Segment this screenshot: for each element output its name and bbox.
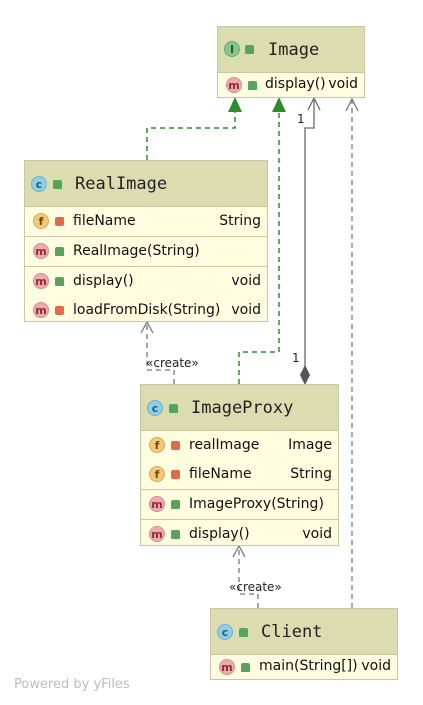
method-name: main(String[]) — [259, 658, 358, 674]
field-row[interactable]: f fileName String — [25, 207, 267, 236]
method-name: loadFromDisk(String) — [73, 302, 221, 318]
method-return-type: void — [361, 658, 391, 674]
constructor-row[interactable]: m ImageProxy(String) — [141, 490, 338, 519]
constructor-name: ImageProxy(String) — [189, 496, 324, 512]
create-label-realimage: «create» — [146, 356, 199, 370]
public-visibility-icon — [53, 180, 62, 189]
method-icon: m — [149, 496, 165, 512]
methods-section-client: m main(String[]) void — [211, 655, 397, 680]
create-arrowhead-realimage — [140, 320, 154, 334]
field-name: fileName — [189, 466, 252, 482]
association-edge-realimage-field — [304, 100, 315, 370]
method-name: display() — [189, 526, 250, 542]
class-box-imageproxy[interactable]: c ImageProxy f realImage Image f fileNam… — [140, 384, 339, 546]
public-visibility-icon — [171, 530, 180, 539]
field-type: Image — [288, 437, 332, 453]
class-box-realimage[interactable]: c RealImage f fileName String m RealImag… — [24, 160, 268, 322]
constructors-section-imageproxy: m ImageProxy(String) — [141, 490, 338, 520]
class-icon: c — [217, 624, 233, 640]
method-icon: m — [33, 243, 49, 259]
public-visibility-icon — [245, 45, 254, 54]
interface-icon: I — [224, 41, 240, 57]
class-icon: c — [147, 400, 163, 416]
realization-arrowhead-imageproxy — [272, 97, 286, 112]
public-visibility-icon — [248, 81, 257, 90]
private-visibility-icon — [55, 217, 64, 226]
method-return-type: void — [231, 273, 261, 289]
fields-section-imageproxy: f realImage Image f fileName String — [141, 431, 338, 490]
method-name: display() — [265, 76, 326, 92]
fields-section-realimage: f fileName String — [25, 207, 267, 237]
class-header-image: I Image — [218, 27, 364, 73]
public-visibility-icon — [169, 404, 178, 413]
association-arrowhead — [307, 96, 321, 111]
field-name: fileName — [73, 213, 136, 229]
composition-diamond — [300, 365, 310, 385]
realization-arrowhead-realimage — [228, 97, 242, 112]
method-row[interactable]: m display() void — [141, 520, 338, 549]
method-icon: m — [149, 526, 165, 542]
field-icon: f — [149, 437, 165, 453]
field-type: String — [219, 213, 261, 229]
private-visibility-icon — [171, 441, 180, 450]
class-header-client: c Client — [211, 609, 397, 655]
methods-section-image: m display() void — [218, 73, 364, 98]
methods-section-imageproxy: m display() void — [141, 520, 338, 549]
class-header-imageproxy: c ImageProxy — [141, 385, 338, 431]
method-icon: m — [33, 302, 49, 318]
field-row[interactable]: f fileName String — [141, 460, 338, 489]
create-edge-imageproxy — [238, 546, 259, 608]
method-return-type: void — [328, 76, 358, 92]
public-visibility-icon — [239, 628, 248, 637]
field-row[interactable]: f realImage Image — [141, 431, 338, 460]
multiplicity-proxy-end: 1 — [292, 351, 300, 365]
create-edge-realimage — [146, 322, 175, 384]
public-visibility-icon — [55, 277, 64, 286]
constructor-name: RealImage(String) — [73, 243, 200, 259]
method-icon: m — [226, 77, 242, 93]
class-icon: c — [31, 176, 47, 192]
method-row[interactable]: m display() void — [218, 73, 364, 98]
private-visibility-icon — [55, 306, 64, 315]
create-label-imageproxy: «create» — [229, 580, 282, 594]
yfiles-watermark: Powered by yFiles — [14, 677, 130, 692]
method-row[interactable]: m loadFromDisk(String) void — [25, 296, 267, 325]
realization-edge-realimage — [146, 112, 236, 160]
field-type: String — [290, 466, 332, 482]
field-name: realImage — [189, 437, 260, 453]
method-row[interactable]: m display() void — [25, 267, 267, 296]
dependency-arrowhead-client-image — [345, 97, 359, 112]
class-name-imageproxy: ImageProxy — [191, 398, 294, 418]
method-row[interactable]: m main(String[]) void — [211, 655, 397, 680]
public-visibility-icon — [171, 500, 180, 509]
field-icon: f — [33, 213, 49, 229]
method-name: display() — [73, 273, 134, 289]
field-icon: f — [149, 466, 165, 482]
create-arrowhead-imageproxy — [232, 544, 246, 558]
method-return-type: void — [231, 302, 261, 318]
constructor-row[interactable]: m RealImage(String) — [25, 237, 267, 266]
methods-section-realimage: m display() void m loadFromDisk(String) … — [25, 267, 267, 325]
class-name-realimage: RealImage — [75, 174, 168, 194]
class-name-client: Client — [261, 622, 323, 642]
class-box-client[interactable]: c Client m main(String[]) void — [210, 608, 398, 680]
class-header-realimage: c RealImage — [25, 161, 267, 207]
constructors-section-realimage: m RealImage(String) — [25, 237, 267, 267]
method-return-type: void — [302, 526, 332, 542]
realization-edge-imageproxy — [238, 112, 280, 384]
public-visibility-icon — [241, 663, 250, 672]
private-visibility-icon — [171, 470, 180, 479]
class-box-image[interactable]: I Image m display() void — [217, 26, 365, 98]
method-icon: m — [33, 273, 49, 289]
class-name-image: Image — [268, 40, 320, 60]
public-visibility-icon — [55, 247, 64, 256]
multiplicity-image-end: 1 — [297, 112, 305, 126]
method-icon: m — [219, 659, 235, 675]
